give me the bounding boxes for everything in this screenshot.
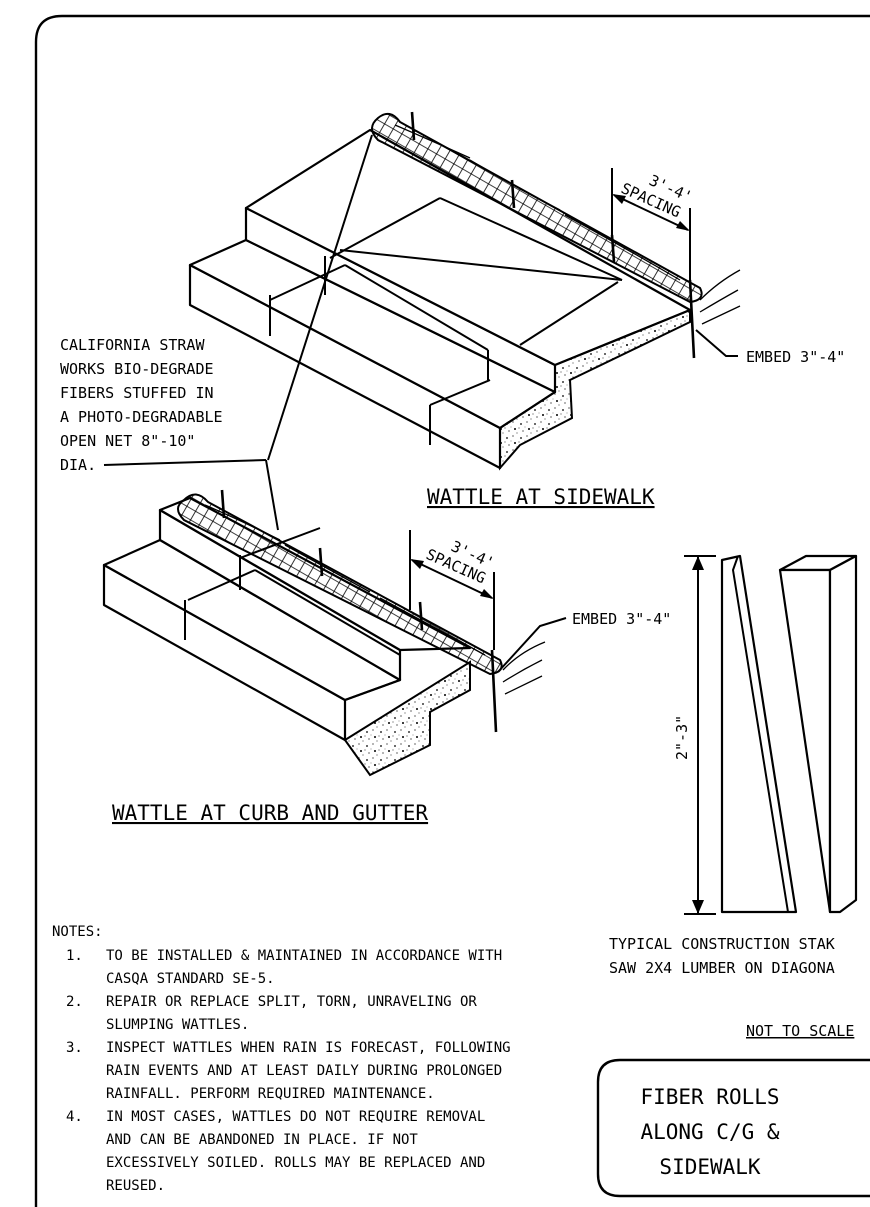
- note-number: 2.: [66, 994, 83, 1010]
- note-line: EXCESSIVELY SOILED. ROLLS MAY BE REPLACE…: [106, 1155, 485, 1171]
- note-line: IN MOST CASES, WATTLES DO NOT REQUIRE RE…: [106, 1109, 485, 1125]
- callout-line-3: FIBERS STUFFED IN: [60, 384, 214, 402]
- sheet-title-line-2: ALONG C/G &: [640, 1120, 779, 1144]
- curb-detail: [102, 489, 567, 777]
- callout-line-6: DIA.: [60, 456, 96, 474]
- sidewalk-detail: [188, 111, 741, 531]
- note-number: 3.: [66, 1040, 83, 1056]
- note-line: REUSED.: [106, 1178, 165, 1194]
- sheet-title-line-1: FIBER ROLLS: [640, 1085, 779, 1109]
- notes-heading: NOTES:: [52, 924, 103, 940]
- callout-line-1: CALIFORNIA STRAW: [60, 336, 205, 354]
- stake-height-label: 2"-3": [673, 715, 691, 760]
- sidewalk-embed-label: EMBED 3"-4": [746, 348, 845, 366]
- title-block-border: [596, 1058, 870, 1198]
- note-line: RAINFALL. PERFORM REQUIRED MAINTENANCE.: [106, 1086, 435, 1102]
- sidewalk-wattle: [371, 112, 703, 304]
- sidewalk-detail-title: WATTLE AT SIDEWALK: [427, 485, 655, 509]
- note-number: 1.: [66, 948, 83, 964]
- sheet-title-line-3: SIDEWALK: [659, 1155, 761, 1179]
- note-number: 4.: [66, 1109, 83, 1125]
- stake-caption-2: SAW 2X4 LUMBER ON DIAGONA: [609, 959, 835, 977]
- note-line: TO BE INSTALLED & MAINTAINED IN ACCORDAN…: [106, 948, 502, 964]
- note-line: INSPECT WATTLES WHEN RAIN IS FORECAST, F…: [106, 1040, 511, 1056]
- note-line: RAIN EVENTS AND AT LEAST DAILY DURING PR…: [106, 1063, 502, 1079]
- sheet-border: [34, 14, 870, 1207]
- note-line: AND CAN BE ABANDONED IN PLACE. IF NOT: [106, 1132, 418, 1148]
- curb-embed-label: EMBED 3"-4": [572, 610, 671, 628]
- curb-detail-title: WATTLE AT CURB AND GUTTER: [112, 801, 428, 825]
- notes-block: NOTES: 1. TO BE INSTALLED & MAINTAINED I…: [52, 924, 511, 1194]
- material-callout: CALIFORNIA STRAW WORKS BIO-DEGRADE FIBER…: [60, 336, 267, 474]
- note-line: SLUMPING WATTLES.: [106, 1017, 249, 1033]
- stake-caption-1: TYPICAL CONSTRUCTION STAK: [609, 935, 835, 953]
- note-line: REPAIR OR REPLACE SPLIT, TORN, UNRAVELIN…: [106, 994, 477, 1010]
- note-line: CASQA STANDARD SE-5.: [106, 971, 275, 987]
- scale-note: NOT TO SCALE: [746, 1022, 854, 1040]
- stake-detail: [684, 554, 858, 915]
- callout-line-2: WORKS BIO-DEGRADE: [60, 360, 214, 378]
- callout-line-5: OPEN NET 8"-10": [60, 432, 195, 450]
- sidewalk-section: [499, 308, 691, 471]
- callout-line-4: A PHOTO-DEGRADABLE: [60, 408, 223, 426]
